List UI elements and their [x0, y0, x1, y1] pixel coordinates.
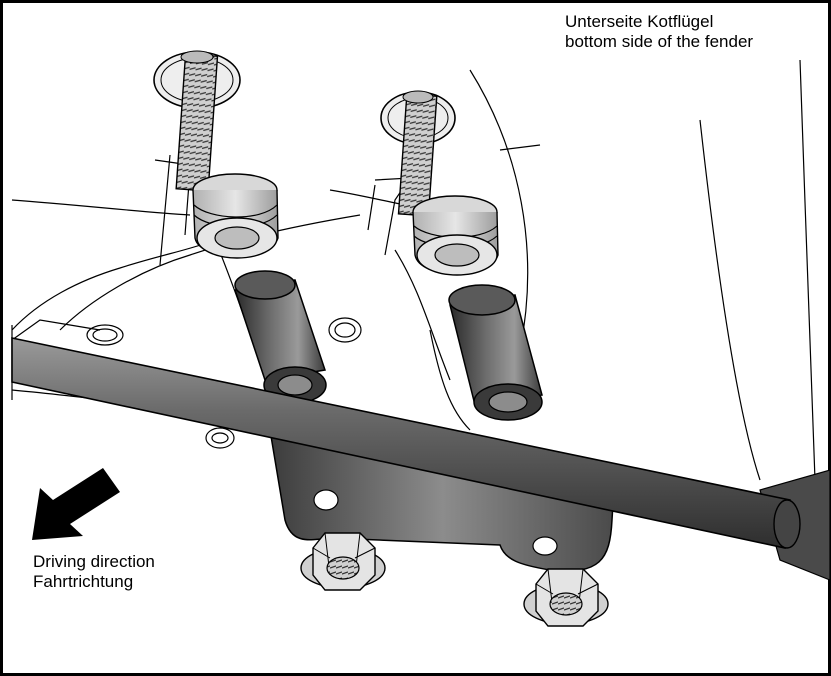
rubber-grommet-left	[192, 173, 279, 259]
flange-nut-right	[523, 568, 609, 627]
fender-label-german: Unterseite Kotflügel	[565, 12, 714, 31]
bracket-hole-left	[313, 489, 339, 511]
support-rod	[11, 337, 801, 549]
direction-label-english: Driving direction	[33, 552, 155, 571]
spacer-sleeve-left	[234, 270, 327, 404]
spacer-sleeve-right	[448, 284, 543, 421]
direction-label-german: Fahrtrichtung	[33, 572, 134, 591]
flange-nut-left	[300, 532, 386, 591]
fender-underside-label: Unterseite Kotflügel bottom side of the …	[565, 12, 753, 52]
bolt-left	[153, 50, 241, 192]
driving-direction-label: Driving direction Fahrtrichtung	[33, 552, 155, 592]
fender-label-english: bottom side of the fender	[565, 32, 754, 51]
bracket-hole-right	[532, 536, 558, 556]
driving-direction-arrow-icon	[32, 468, 120, 540]
rubber-grommet-right	[412, 195, 499, 276]
bolt-right	[380, 90, 456, 217]
